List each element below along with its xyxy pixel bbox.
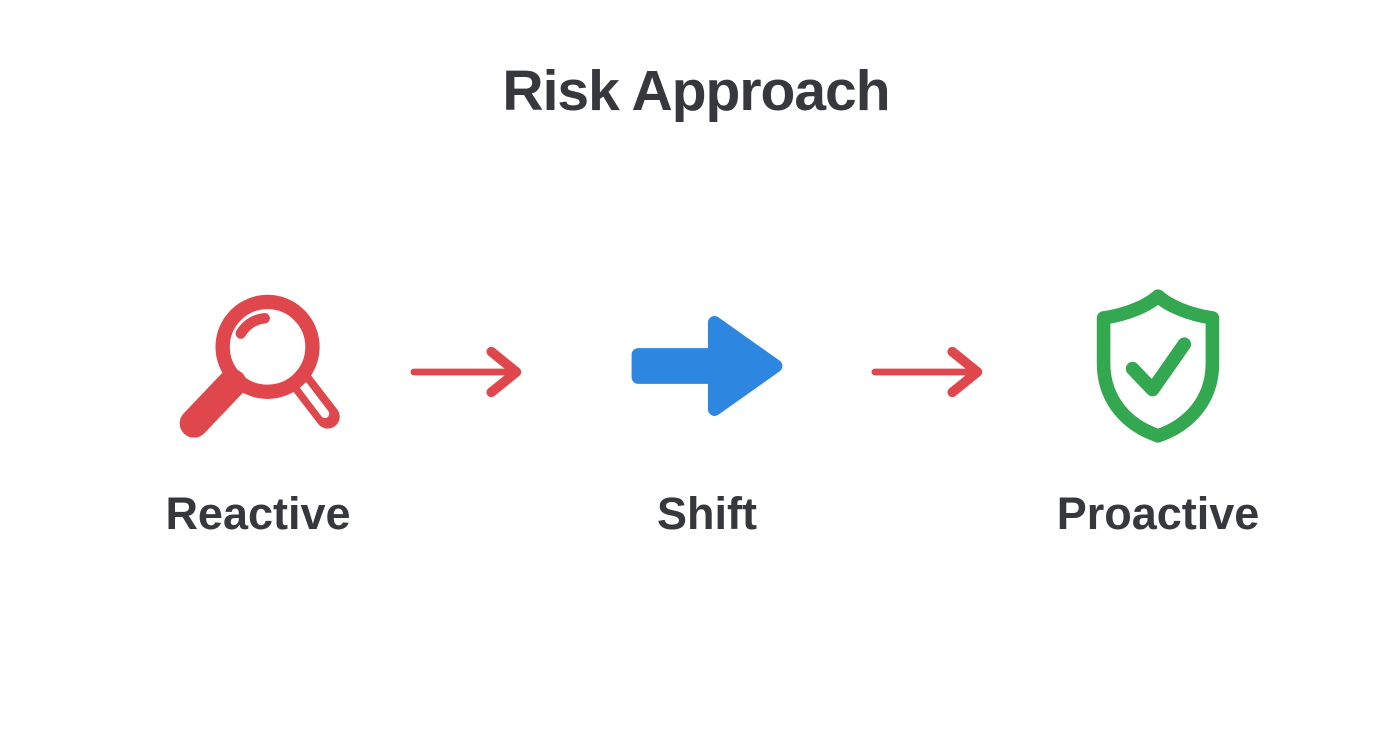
thin-right-arrow-icon — [407, 342, 533, 402]
stage-label-proactive: Proactive — [1056, 488, 1260, 539]
shield-check-icon — [1090, 278, 1226, 454]
thin-right-arrow-icon — [868, 342, 994, 402]
stage-label-shift: Shift — [657, 488, 757, 539]
stage-proactive: Proactive — [1008, 278, 1308, 540]
page-title: Risk Approach — [502, 59, 890, 123]
magnifier-icon — [176, 278, 340, 454]
stage-reactive: Reactive — [108, 278, 408, 540]
solid-right-arrow-icon — [625, 278, 789, 454]
stage-shift: Shift — [557, 278, 857, 540]
stage-label-reactive: Reactive — [165, 488, 351, 539]
